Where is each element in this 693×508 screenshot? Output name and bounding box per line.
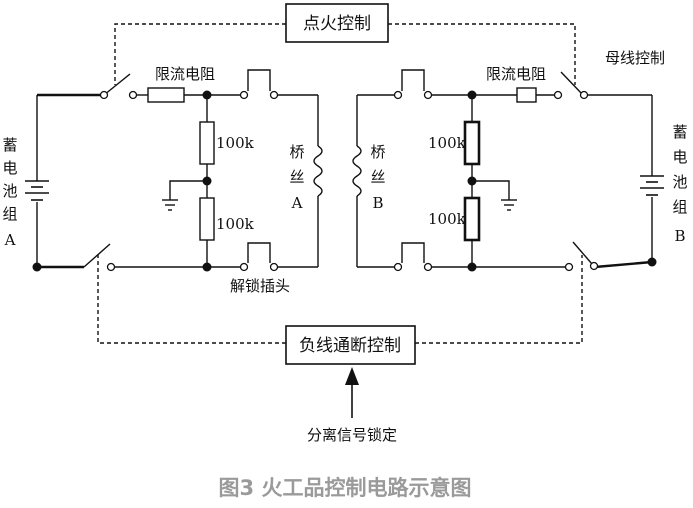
resistor-right-top <box>463 120 481 166</box>
right-top-plug-terminal-1 <box>393 90 403 100</box>
left-junction-bottom <box>202 262 212 272</box>
left-bottom-switch-contact <box>106 262 116 272</box>
bridge-a-char-2: A <box>291 194 303 212</box>
current-limit-resistor-right <box>516 87 537 103</box>
control-lines <box>97 23 583 344</box>
right-top-plug <box>401 69 425 91</box>
right-bottom-switch-contact <box>564 262 574 272</box>
bus-control-label: 母线控制 <box>605 49 665 67</box>
res-left-top-label: 100k <box>216 134 255 152</box>
left-bottom-plug <box>247 242 271 263</box>
bridge-b-coil <box>352 145 362 197</box>
right-bottom-switch-contact-2 <box>589 261 599 271</box>
battery-b-char-1: 电 <box>672 148 687 166</box>
battery-a-char-4: A <box>4 231 16 249</box>
right-top-switch-blade <box>560 71 584 96</box>
figure-caption: 图3 火工品控制电路示意图 <box>219 476 472 500</box>
left-ground-tap <box>169 180 207 200</box>
right-bottom-plug-terminal-1 <box>393 262 403 272</box>
battery-b-label: 蓄 电 池 组 B <box>672 123 687 245</box>
battery-b-char-4: B <box>674 227 685 245</box>
ignition-control-label: 点火控制 <box>303 14 371 34</box>
neg-control-box <box>285 325 416 365</box>
bridge-a-coil <box>313 145 323 197</box>
left-top-switch-blade <box>103 73 131 96</box>
left-top-plug <box>247 69 271 91</box>
battery-a-char-3: 组 <box>2 205 17 223</box>
right-bottom-plug <box>401 242 425 263</box>
ignition-link-left <box>114 23 286 85</box>
right-nodes <box>393 90 657 272</box>
battery-b-node <box>647 257 657 267</box>
left-bottom-plug-terminal-2 <box>269 262 279 272</box>
separation-signal-label: 分离信号锁定 <box>307 426 397 444</box>
left-nodes <box>32 90 279 272</box>
left-bottom-switch-blade <box>83 243 111 268</box>
unlock-plug-label: 解锁插头 <box>230 277 290 295</box>
left-circuit <box>36 69 323 269</box>
battery-a-char-1: 电 <box>2 159 17 177</box>
right-bottom-plug-terminal-2 <box>423 262 433 272</box>
right-junction-top <box>467 90 477 100</box>
left-top-switch-contact-2 <box>128 90 138 100</box>
battery-b-symbol <box>640 175 664 196</box>
res-right-bottom-label: 100k <box>428 210 467 228</box>
left-junction-top <box>202 90 212 100</box>
battery-a-node <box>32 262 42 272</box>
right-bottom-wire-c <box>594 260 653 269</box>
separation-arrow-head <box>345 367 359 385</box>
battery-b-char-2: 池 <box>672 173 687 191</box>
bridge-b-char-1: 丝 <box>370 168 385 186</box>
bridge-b-char-0: 桥 <box>370 143 385 161</box>
res-right-top-label: 100k <box>428 134 467 152</box>
battery-a-char-0: 蓄 <box>2 136 17 154</box>
resistor-left-top <box>199 121 215 165</box>
right-junction-bottom <box>467 262 477 272</box>
resistor-left-bottom <box>199 197 215 241</box>
left-top-switch-contact <box>99 90 109 100</box>
right-ground-tap <box>472 180 510 200</box>
battery-b-char-0: 蓄 <box>672 123 687 141</box>
left-top-plug-terminal-1 <box>239 90 249 100</box>
right-junction-mid <box>467 176 477 186</box>
ignition-link-right <box>388 23 576 85</box>
left-junction-mid <box>202 176 212 186</box>
battery-a-symbol <box>25 180 49 201</box>
battery-b-char-3: 组 <box>672 198 687 216</box>
bridge-a-char-1: 丝 <box>289 168 304 186</box>
resistor-right-bottom <box>463 196 481 242</box>
right-top-switch-contact-2 <box>579 90 589 100</box>
right-top-plug-terminal-2 <box>423 90 433 100</box>
battery-a-char-2: 池 <box>2 182 17 200</box>
right-top-switch-contact <box>553 90 563 100</box>
res-left-bottom-label: 100k <box>216 215 255 233</box>
left-top-plug-terminal-2 <box>269 90 279 100</box>
bridge-a-label: 桥 丝 A <box>289 143 304 212</box>
ignition-control-box <box>285 3 389 43</box>
neg-link-right <box>415 255 583 344</box>
bridge-b-label: 桥 丝 B <box>370 143 385 212</box>
current-limit-resistor-left <box>147 87 185 103</box>
bridge-b-char-2: B <box>372 194 383 212</box>
right-bottom-switch-blade <box>572 241 593 265</box>
current-limit-label-left: 限流电阻 <box>155 65 215 83</box>
neg-control-label: 负线通断控制 <box>299 336 401 356</box>
separation-signal-arrow <box>345 367 359 418</box>
neg-link-left <box>97 255 286 344</box>
battery-a-label: 蓄 电 池 组 A <box>2 136 17 249</box>
right-circuit <box>352 69 653 269</box>
bridge-a-char-0: 桥 <box>289 143 304 161</box>
current-limit-label-right: 限流电阻 <box>486 65 546 83</box>
left-bottom-plug-terminal-1 <box>239 262 249 272</box>
